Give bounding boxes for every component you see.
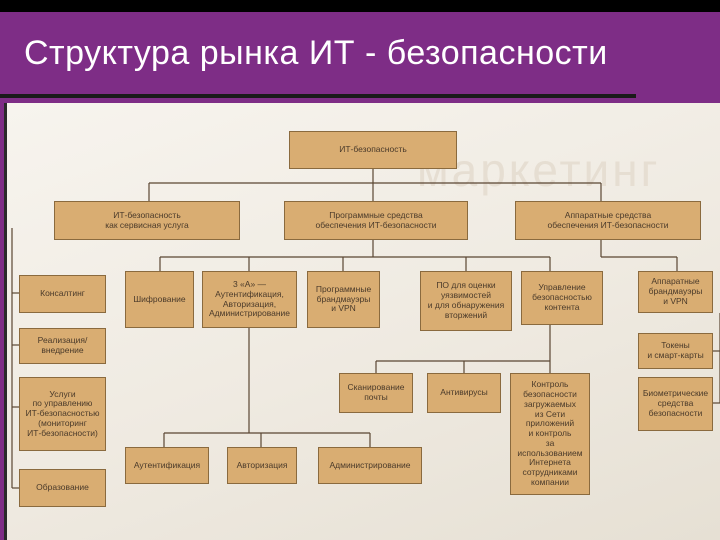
node-authorization: Авторизация: [227, 447, 297, 484]
node-download-control: Контроль безопасности загружаемых из Сет…: [510, 373, 590, 495]
node-antivirus: Антивирусы: [427, 373, 501, 413]
node-it-security: ИТ-безопасность: [289, 131, 457, 169]
node-consulting: Консалтинг: [19, 275, 106, 313]
diagram-photo: маркетинг: [4, 103, 720, 540]
watermark-text: маркетинг: [417, 144, 661, 196]
top-bar: [0, 0, 720, 12]
node-security-as-service: ИТ-безопасность как сервисная услуга: [54, 201, 240, 240]
node-administration: Администрирование: [318, 447, 422, 484]
node-implementation: Реализация/ внедрение: [19, 328, 106, 364]
node-tokens: Токены и смарт-карты: [638, 333, 713, 369]
node-hardware-firewalls: Аппаратные брандмауэры и VPN: [638, 271, 713, 313]
node-mail-scanning: Сканирование почты: [339, 373, 413, 413]
title-underline: [0, 94, 636, 98]
node-hardware-security: Аппаратные средства обеспечения ИТ-безоп…: [515, 201, 701, 240]
node-education: Образование: [19, 469, 106, 507]
node-software-firewalls: Программные брандмауэры и VPN: [307, 271, 380, 328]
node-3a: 3 «А» — Аутентификация, Авторизация, Адм…: [202, 271, 297, 328]
node-vulnerability-software: ПО для оценки уязвимостей и для обнаруже…: [420, 271, 512, 331]
slide-title: Структура рынка ИТ - безопасности: [24, 34, 608, 72]
node-encryption: Шифрование: [125, 271, 194, 328]
node-managed-services: Услуги по управлению ИТ-безопасностью (м…: [19, 377, 106, 451]
connector-lines: [11, 169, 720, 489]
node-biometric: Биометрические средства безопасности: [638, 377, 713, 431]
node-software-security: Программные средства обеспечения ИТ-безо…: [284, 201, 468, 240]
node-content-security: Управление безопасностью контента: [521, 271, 603, 325]
node-authentication: Аутентификация: [125, 447, 209, 484]
